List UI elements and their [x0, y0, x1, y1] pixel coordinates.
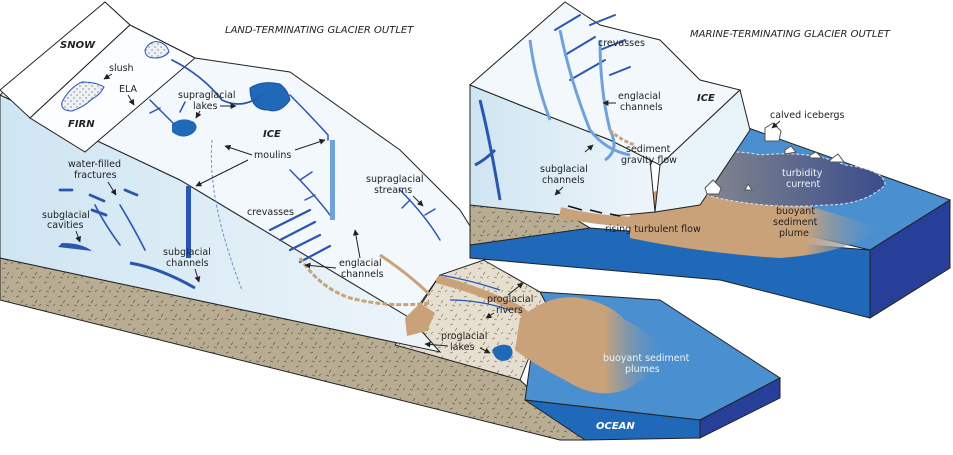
iceberg — [764, 122, 782, 142]
marine-plume-label-1: buoyant — [776, 206, 815, 217]
supraglacial-lakes-label-2: lakes — [193, 101, 217, 112]
iceberg — [744, 183, 753, 191]
supraglacial-lake-large — [249, 82, 291, 112]
water-filled-label-1: water-filled — [68, 159, 121, 170]
land-ocean-end — [699, 377, 781, 439]
crevasses-label: crevasses — [247, 207, 294, 218]
marine-subglacial-label-2: channels — [542, 175, 585, 186]
subglacial-channels-label-1: subglacial — [163, 247, 211, 258]
marine-ocean-end — [869, 199, 951, 319]
land-plumes-label-1: buoyant sediment — [603, 353, 690, 364]
land-plumes-label-2: plumes — [625, 364, 660, 375]
iceberg — [829, 153, 845, 163]
subglacial-channels-label-2: channels — [166, 258, 209, 269]
land-sediment-plume — [515, 297, 665, 394]
snow-label: SNOW — [60, 40, 96, 51]
slush-patch-upper — [144, 41, 170, 59]
subglacial-cavities-label-1: subglacial — [42, 210, 90, 221]
iceberg — [704, 179, 722, 195]
iceberg — [809, 151, 824, 159]
supraglacial-lakes-label-1: supraglacial — [178, 90, 236, 101]
proglacial-lake-sediment — [405, 303, 435, 336]
land-title: LAND-TERMINATING GLACIER OUTLET — [225, 25, 414, 36]
marine-subglacial-label-1: subglacial — [540, 164, 588, 175]
sediment-gravity-label-2: gravity flow — [621, 155, 677, 166]
marine-plume-label-2: sediment — [773, 217, 818, 228]
proglacial-lakes-label-1: proglacial — [441, 331, 487, 342]
land-terminating-block — [0, 1, 781, 441]
marine-ice-label: ICE — [697, 93, 715, 104]
turbidity-current — [679, 151, 886, 207]
ela-label: ELA — [119, 84, 138, 95]
marine-labels: MARINE-TERMINATING GLACIER OUTLET crevas… — [540, 29, 891, 239]
supraglacial-lake-small — [172, 119, 197, 137]
marine-crevasses-label: crevasses — [598, 38, 645, 49]
water-filled-label-2: fractures — [74, 170, 117, 181]
ocean-label: OCEAN — [596, 421, 635, 432]
firn-label: FIRN — [68, 119, 95, 130]
turbidity-label-1: turbidity — [782, 168, 823, 179]
rising-turbulent-label: rising turbulent flow — [605, 224, 701, 235]
proglacial-rivers-label-2: rivers — [496, 305, 523, 316]
moulins-label: moulins — [254, 150, 291, 161]
proglacial-lake — [492, 344, 513, 361]
slush-label: slush — [109, 63, 134, 74]
sediment-gravity-label-1: sediment — [626, 144, 671, 155]
proglacial-rivers-label-1: proglacial — [487, 294, 533, 305]
supraglacial-streams-label-2: streams — [374, 185, 412, 196]
englacial-label-1: englacial — [339, 258, 382, 269]
calved-icebergs-label: calved icebergs — [770, 110, 845, 121]
ice-label: ICE — [263, 129, 281, 140]
proglacial-lakes-label-2: lakes — [450, 342, 474, 353]
supraglacial-streams-label-1: supraglacial — [366, 174, 424, 185]
marine-ice-surface — [469, 1, 742, 166]
turbidity-label-2: current — [786, 179, 821, 190]
iceberg — [784, 145, 797, 155]
marine-englacial-label-2: channels — [620, 102, 663, 113]
land-labels: LAND-TERMINATING GLACIER OUTLET SNOW FIR… — [42, 25, 690, 432]
subglacial-cavities-label-2: cavities — [47, 220, 84, 231]
marine-terminating-block — [469, 1, 952, 319]
slush-patch — [61, 81, 105, 112]
marine-title: MARINE-TERMINATING GLACIER OUTLET — [690, 29, 891, 40]
englacial-label-2: channels — [341, 269, 384, 280]
marine-plume-label-3: plume — [779, 228, 809, 239]
marine-englacial-label-1: englacial — [618, 91, 661, 102]
marine-calving-face — [654, 89, 751, 213]
